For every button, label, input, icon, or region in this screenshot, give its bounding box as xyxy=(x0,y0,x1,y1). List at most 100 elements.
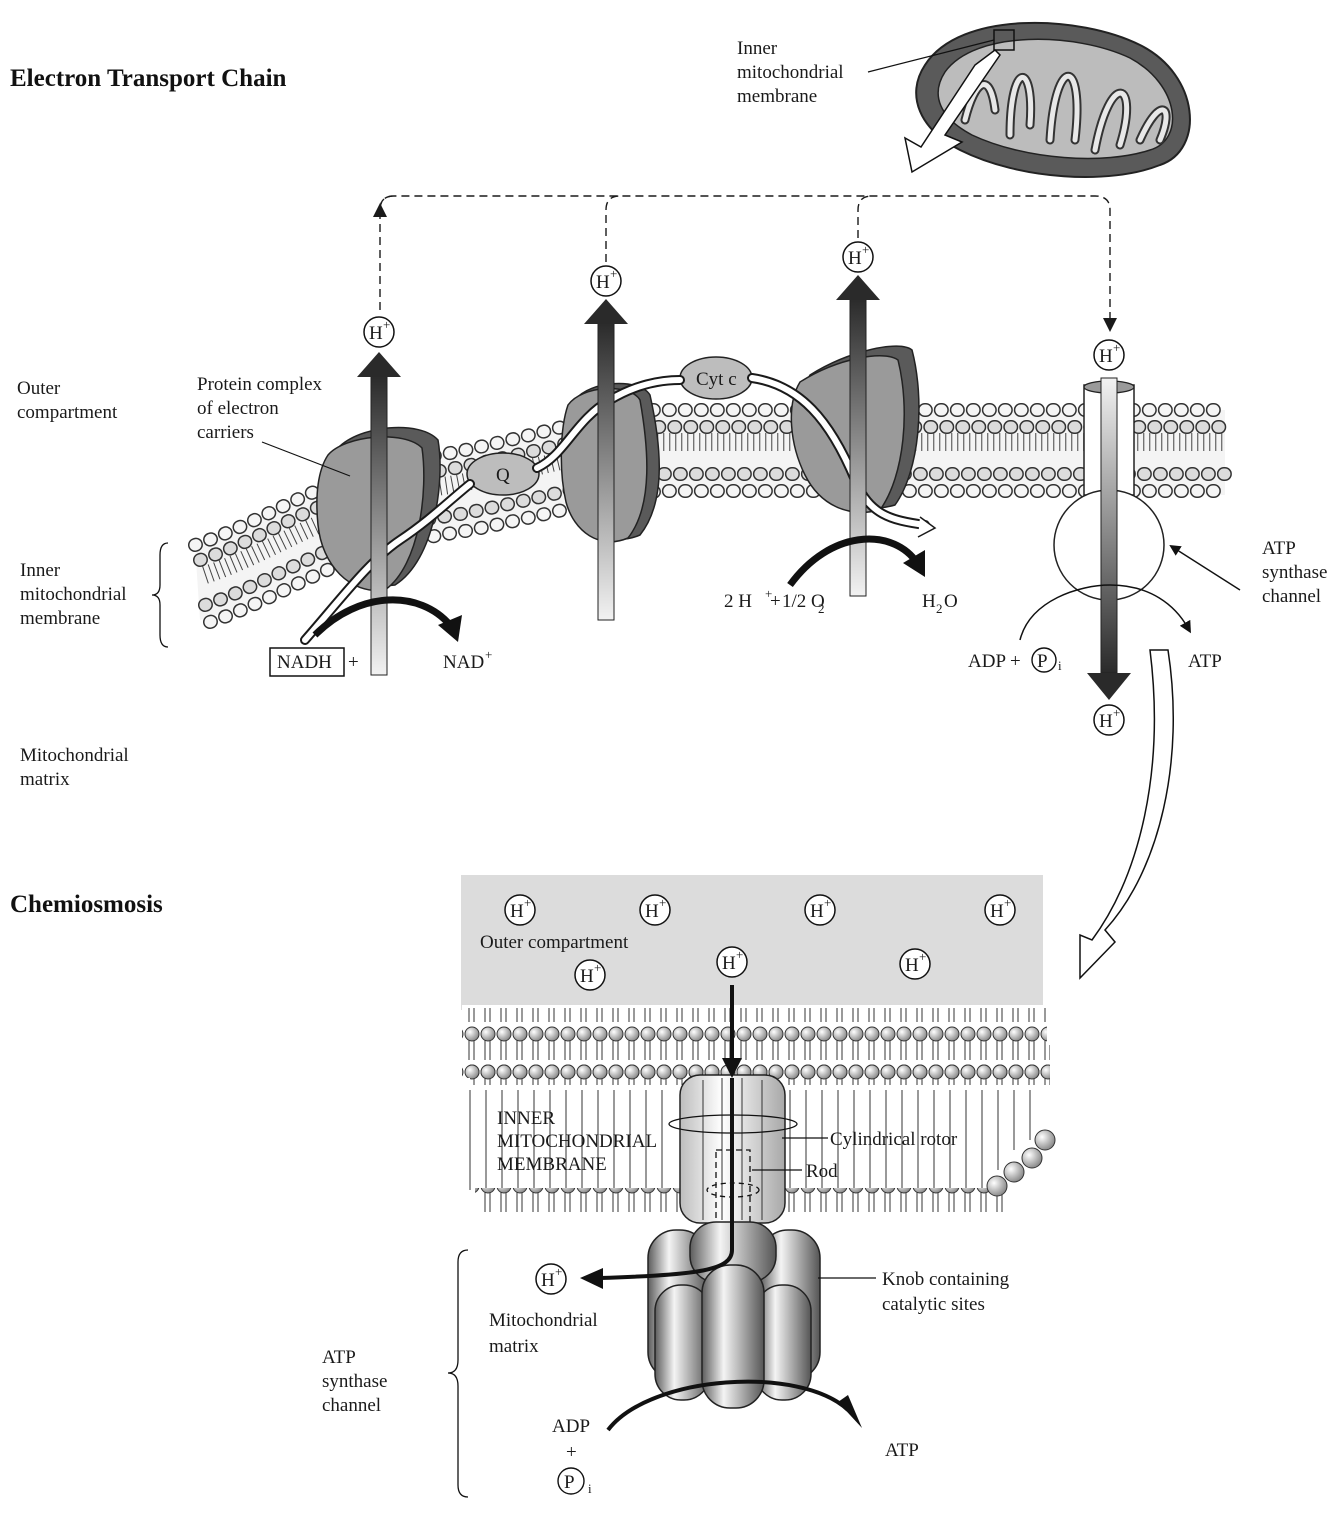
chemi-proton-circles: H+ H+ H+ H+ H+ H+ H+ xyxy=(504,894,1016,991)
chemi-matrix-label-1: Mitochondrial xyxy=(489,1310,598,1331)
chemi-inner-membrane-label-1: INNER xyxy=(497,1108,555,1129)
h-circle: H+ xyxy=(842,241,874,273)
phosphate-i: i xyxy=(1058,658,1062,673)
oxygen-reactant-sup: + xyxy=(765,586,772,601)
svg-text:H: H xyxy=(1099,711,1113,732)
h-circle: H+ xyxy=(574,959,606,991)
chemi-atp-arrow xyxy=(606,1379,862,1432)
h-circle: H+ xyxy=(504,894,536,926)
atp-synthase-etc xyxy=(1019,377,1241,700)
oxygen-reaction-arrow xyxy=(787,535,925,588)
inner-membrane-label-2: mitochondrial xyxy=(20,584,127,605)
chemi-inner-membrane-label-3: MEMBRANE xyxy=(497,1154,607,1175)
mito-membrane-label-3: membrane xyxy=(737,86,817,107)
water-o: O xyxy=(944,591,958,612)
chemi-phosphate-p: P xyxy=(564,1472,575,1493)
nadh-reaction-arrow xyxy=(312,596,462,642)
oxygen-half-o: 1/2 O xyxy=(782,591,825,612)
protein-complex-leader xyxy=(261,441,351,477)
phosphate-circle xyxy=(1031,647,1057,673)
q-label: Q xyxy=(496,465,510,486)
svg-text:+: + xyxy=(919,949,926,964)
chemi-adp-label: ADP xyxy=(552,1416,590,1437)
mito-membrane-label-2: mitochondrial xyxy=(737,62,844,83)
svg-text:+: + xyxy=(555,1264,562,1279)
matrix-label-2: matrix xyxy=(20,769,70,790)
svg-text:+: + xyxy=(524,895,531,910)
proton-pump-arrow-3 xyxy=(836,275,880,597)
water-sub: 2 xyxy=(936,601,943,616)
inner-membrane-label-1: Inner xyxy=(20,560,61,581)
chemi-phosphate-i: i xyxy=(588,1481,592,1496)
proton-pump-arrow-2 xyxy=(584,299,628,621)
etc-title: Electron Transport Chain xyxy=(10,65,287,92)
svg-text:H: H xyxy=(580,966,594,987)
chemi-proton-flow xyxy=(580,985,742,1289)
protein-complex-label-3: carriers xyxy=(197,422,254,443)
inner-membrane-brace xyxy=(151,542,169,648)
nadh-label: NADH xyxy=(277,652,332,673)
etc-proton-circles: H+ H+ H+ H+ H+ xyxy=(363,241,1125,736)
nad-sup: + xyxy=(485,647,492,662)
chemi-proton-matrix: H + xyxy=(535,1263,567,1295)
svg-text:H: H xyxy=(848,248,862,269)
h-circle: H+ xyxy=(1093,339,1125,371)
svg-text:+: + xyxy=(1004,895,1011,910)
chemiosmosis-title: Chemiosmosis xyxy=(10,891,163,918)
chemi-phosphate-circle xyxy=(557,1467,585,1495)
svg-text:+: + xyxy=(824,895,831,910)
chemi-plus: + xyxy=(566,1442,577,1463)
h-circle: H+ xyxy=(804,894,836,926)
chemi-atp-synthase-label-3: channel xyxy=(322,1395,381,1416)
svg-text:+: + xyxy=(659,895,666,910)
h-circle: H+ xyxy=(639,894,671,926)
h-circle: H+ xyxy=(984,894,1016,926)
svg-text:H: H xyxy=(1099,346,1113,367)
svg-text:H: H xyxy=(510,901,524,922)
matrix-label-1: Mitochondrial xyxy=(20,745,129,766)
nadh-plus: + xyxy=(348,652,359,673)
rod-label: Rod xyxy=(806,1161,838,1182)
svg-text:H: H xyxy=(645,901,659,922)
chemi-atp-label: ATP xyxy=(885,1440,919,1461)
svg-text:H: H xyxy=(596,272,610,293)
h-circle: H+ xyxy=(363,316,395,348)
zoom-arrow-to-chemiosmosis xyxy=(1079,649,1174,980)
mitochondrion-illustration xyxy=(867,21,1191,178)
atp-label-etc: ATP xyxy=(1188,651,1222,672)
outer-compartment-label-2: compartment xyxy=(17,402,118,423)
atp-synthase-label-1: ATP xyxy=(1262,538,1296,559)
h-circle: H+ xyxy=(590,265,622,297)
svg-text:H: H xyxy=(369,323,383,344)
nad-label: NAD xyxy=(443,652,484,673)
chemi-outer-compartment-label: Outer compartment xyxy=(480,932,629,953)
rotor-label: Cylindrical rotor xyxy=(830,1129,958,1150)
h-circle: H+ xyxy=(1093,704,1125,736)
svg-text:H: H xyxy=(810,901,824,922)
svg-text:+: + xyxy=(862,242,869,257)
svg-text:H: H xyxy=(905,955,919,976)
water-h: H xyxy=(922,591,936,612)
svg-text:+: + xyxy=(610,266,617,281)
nadh-box xyxy=(269,647,345,677)
ubiquinone-q xyxy=(466,452,540,496)
chemi-matrix-label-2: matrix xyxy=(489,1336,539,1357)
h-circle: H+ xyxy=(716,946,748,978)
oxygen-sub: 2 xyxy=(818,601,825,616)
chemi-atp-synthase-label-2: synthase xyxy=(322,1371,387,1392)
svg-text:+: + xyxy=(1113,705,1120,720)
knob-label-1: Knob containing xyxy=(882,1269,1010,1290)
chemi-inner-membrane-label-2: MITOCHONDRIAL xyxy=(497,1131,657,1152)
oxygen-reactant-plus: + xyxy=(770,591,781,612)
chemi-atp-synthase-brace xyxy=(447,1249,469,1498)
mito-membrane-label-1: Inner xyxy=(737,38,778,59)
svg-text:H: H xyxy=(990,901,1004,922)
chemi-atp-synthase-label-1: ATP xyxy=(322,1347,356,1368)
phosphate-p: P xyxy=(1037,651,1048,672)
svg-text:H: H xyxy=(541,1270,555,1291)
atp-synthase-label-2: synthase xyxy=(1262,562,1327,583)
svg-text:+: + xyxy=(736,947,743,962)
chemi-outer-compartment-box xyxy=(461,875,1043,1010)
h-circle: H+ xyxy=(899,948,931,980)
